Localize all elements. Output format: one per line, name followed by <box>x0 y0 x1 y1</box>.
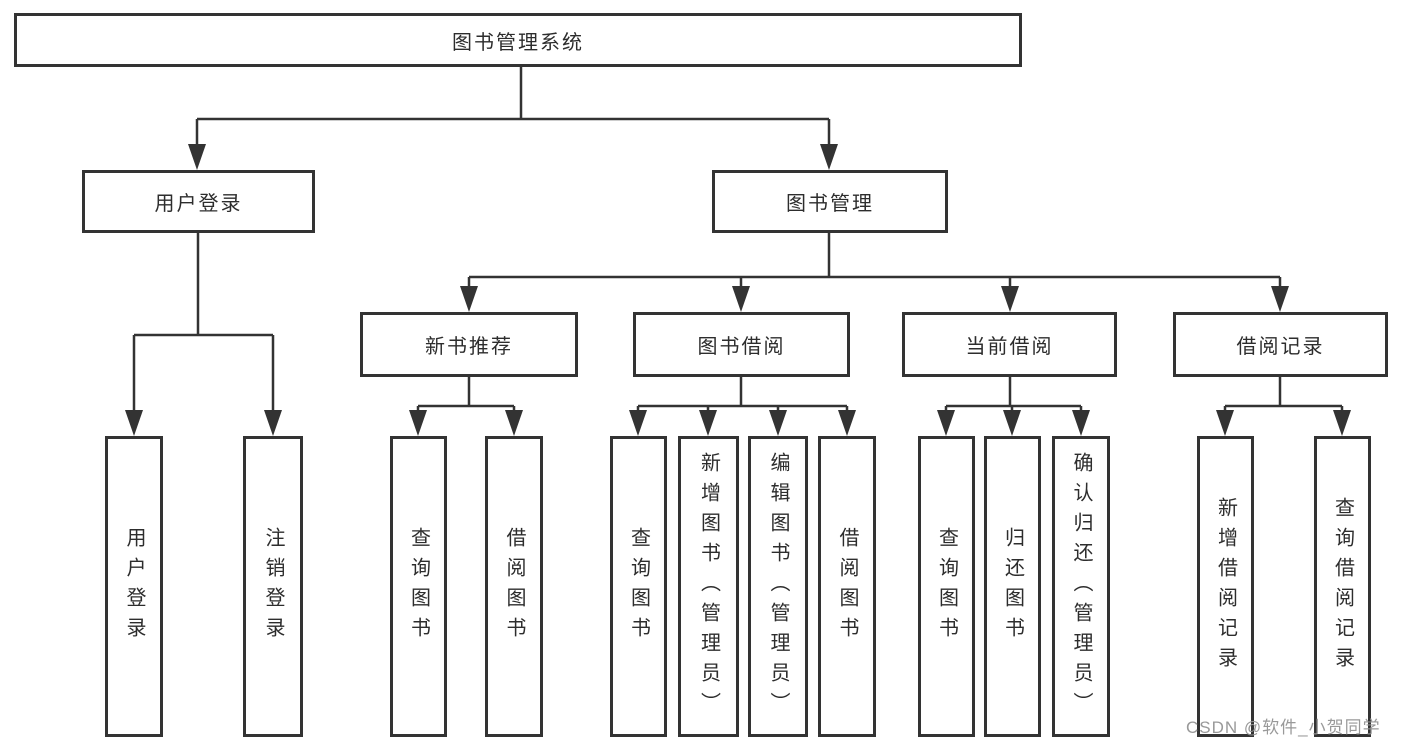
connector-root-to-level2 <box>195 67 831 145</box>
arrow-down-icon <box>1333 410 1351 436</box>
leaf-label: 编辑图书（管理员） <box>767 451 789 722</box>
leaf-label: 借阅图书 <box>503 526 525 647</box>
leaf-label: 新增图书（管理员） <box>697 451 720 722</box>
arrow-down-icon <box>732 286 750 312</box>
arrow-down-icon <box>1271 286 1289 312</box>
leaf-query-borrow-record: 查询借阅记录 <box>1314 436 1371 737</box>
leaf-label: 用户登录 <box>123 526 145 647</box>
leaf-label: 查询借阅记录 <box>1331 496 1354 677</box>
connector-newbooks-to-leaves <box>416 377 516 412</box>
arrow-down-icon <box>188 144 206 170</box>
leaf-add-borrow-record: 新增借阅记录 <box>1197 436 1254 737</box>
arrow-down-icon <box>937 410 955 436</box>
arrow-down-icon <box>1001 286 1019 312</box>
leaf-label: 查询图书 <box>935 526 958 647</box>
node-root: 图书管理系统 <box>14 13 1022 67</box>
leaf-borrow-books-newbooks: 借阅图书 <box>485 436 543 737</box>
connector-borrow-to-leaves <box>636 377 849 412</box>
leaf-user-login: 用户登录 <box>105 436 163 737</box>
leaf-label: 查询图书 <box>407 526 430 647</box>
leaf-logout: 注销登录 <box>243 436 303 737</box>
connector-lines <box>132 67 1344 412</box>
arrow-down-icon <box>769 410 787 436</box>
arrow-down-icon <box>505 410 523 436</box>
leaf-label: 归还图书 <box>1001 526 1024 647</box>
node-borrow-records-label: 借阅记录 <box>1236 336 1325 358</box>
leaf-label: 借阅图书 <box>836 526 858 647</box>
leaf-return-book: 归还图书 <box>984 436 1041 737</box>
leaf-query-books-newbooks: 查询图书 <box>390 436 447 737</box>
connector-login-to-leaves <box>132 233 275 411</box>
arrow-down-icon <box>409 410 427 436</box>
node-root-label: 图书管理系统 <box>452 31 584 54</box>
node-new-books: 新书推荐 <box>360 312 578 377</box>
arrow-down-icon <box>699 410 717 436</box>
node-current-borrow: 当前借阅 <box>902 312 1117 377</box>
leaf-label: 新增借阅记录 <box>1214 496 1237 677</box>
leaf-query-books-current: 查询图书 <box>918 436 975 737</box>
leaf-confirm-return-admin: 确认归还（管理员） <box>1052 436 1110 737</box>
arrow-down-icon <box>264 410 282 436</box>
connector-records-to-leaves <box>1223 377 1344 412</box>
node-user-login: 用户登录 <box>82 170 315 233</box>
arrow-down-icon <box>1072 410 1090 436</box>
node-book-borrow-label: 图书借阅 <box>697 336 786 358</box>
leaf-label: 注销登录 <box>262 526 284 647</box>
node-book-borrow: 图书借阅 <box>633 312 850 377</box>
node-user-login-label: 用户登录 <box>154 193 243 215</box>
node-book-mgmt: 图书管理 <box>712 170 948 233</box>
node-borrow-records: 借阅记录 <box>1173 312 1388 377</box>
connector-current-to-leaves <box>944 377 1083 412</box>
arrow-down-icon <box>838 410 856 436</box>
arrow-down-icon <box>629 410 647 436</box>
leaf-query-books-borrow: 查询图书 <box>610 436 667 737</box>
leaf-label: 查询图书 <box>627 526 650 647</box>
leaf-add-book-admin: 新增图书（管理员） <box>678 436 739 737</box>
node-current-borrow-label: 当前借阅 <box>965 336 1054 358</box>
arrow-down-icon <box>460 286 478 312</box>
arrow-down-icon <box>1003 410 1021 436</box>
leaf-edit-book-admin: 编辑图书（管理员） <box>748 436 808 737</box>
watermark: CSDN @软件_小贺同学 <box>1186 718 1381 737</box>
arrow-down-icon <box>820 144 838 170</box>
node-book-mgmt-label: 图书管理 <box>786 193 874 215</box>
leaf-label: 确认归还（管理员） <box>1070 451 1092 722</box>
arrow-down-icon <box>1216 410 1234 436</box>
connector-mgmt-to-level3 <box>467 233 1282 287</box>
node-new-books-label: 新书推荐 <box>425 336 513 358</box>
leaf-borrow-books-borrow: 借阅图书 <box>818 436 876 737</box>
arrowheads <box>125 144 1351 436</box>
arrow-down-icon <box>125 410 143 436</box>
